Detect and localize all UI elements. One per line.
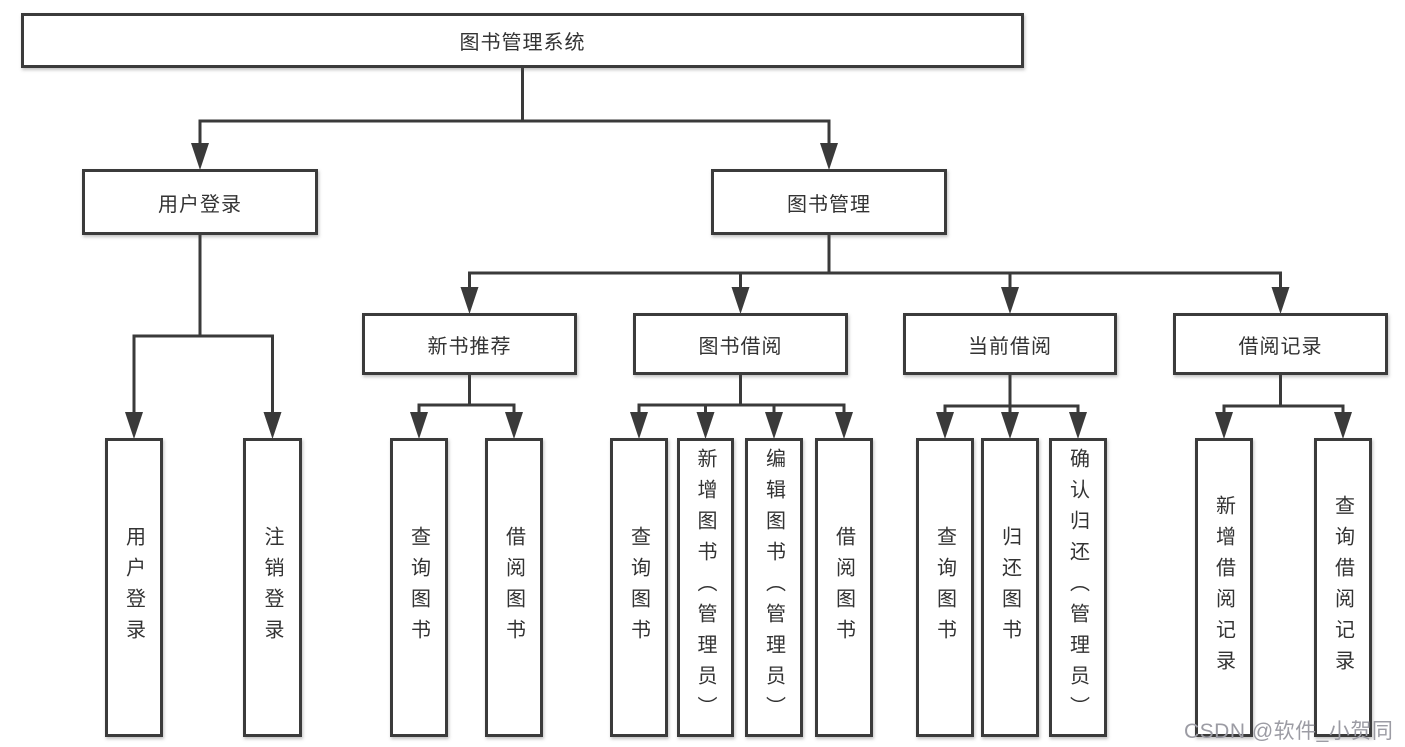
node-query-books-2: 查询图书 [610,438,668,737]
arrowhead-icon [820,143,838,170]
node-new-book-rec: 新书推荐 [362,313,577,375]
arrowhead-icon [765,412,783,439]
node-user-login: 用户登录 [82,169,318,235]
arrowhead-icon [1069,412,1087,439]
node-logout: 注销登录 [243,438,302,737]
arrowhead-icon [630,412,648,439]
node-borrow-books-2: 借阅图书 [815,438,873,737]
arrowhead-icon [1271,287,1290,314]
node-book-mgmt: 图书管理 [711,169,947,235]
arrowhead-icon [125,412,143,439]
node-login: 用户登录 [105,438,163,737]
arrowhead-icon [696,412,715,439]
arrowhead-icon [460,287,479,314]
arrowhead-icon [191,143,209,170]
node-current-borrow: 当前借阅 [903,313,1117,375]
arrowhead-icon [1001,287,1019,314]
node-query-books-1: 查询图书 [390,438,448,737]
node-edit-books: 编辑图书（管理员） [745,438,803,737]
node-query-borrow-record: 查询借阅记录 [1314,438,1372,737]
node-root: 图书管理系统 [21,13,1024,68]
arrowhead-icon [731,287,750,314]
arrowhead-icon [1001,412,1019,439]
arrowhead-icon [1215,412,1233,439]
node-add-books: 新增图书（管理员） [677,438,734,737]
node-book-borrow: 图书借阅 [633,313,848,375]
arrowhead-icon [835,412,853,439]
node-borrow-records: 借阅记录 [1173,313,1388,375]
node-borrow-books-1: 借阅图书 [485,438,543,737]
arrowhead-icon [936,412,954,439]
node-query-books-3: 查询图书 [916,438,974,737]
arrowhead-icon [505,412,523,439]
node-confirm-return: 确认归还（管理员） [1049,438,1107,737]
arrowhead-icon [263,412,282,439]
arrowhead-icon [1334,412,1352,439]
node-add-borrow-record: 新增借阅记录 [1195,438,1253,737]
arrowhead-icon [410,412,428,439]
node-return-books: 归还图书 [981,438,1039,737]
